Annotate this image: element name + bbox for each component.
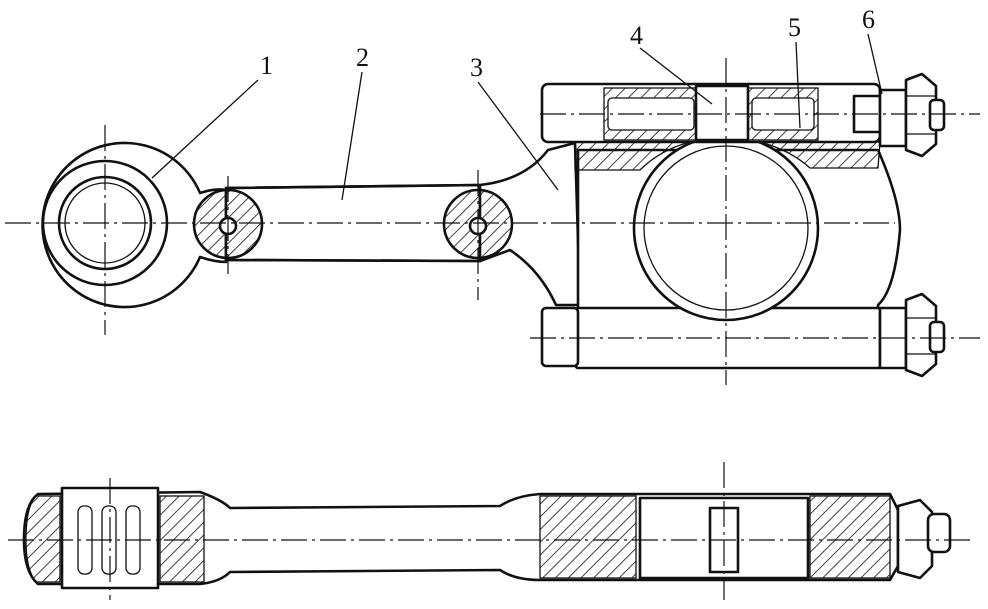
callout-4-label: 4	[630, 21, 643, 50]
callout-2-label: 2	[356, 43, 369, 72]
callout-1: 1	[151, 51, 273, 179]
callout-6: 6	[862, 5, 883, 95]
callout-2: 2	[341, 43, 369, 201]
bottom-nut	[878, 292, 946, 378]
callout-3: 3	[470, 53, 559, 191]
callout-5: 5	[788, 13, 801, 129]
front-view	[5, 58, 980, 385]
callout-3-label: 3	[470, 53, 483, 82]
section-view	[8, 462, 975, 600]
callout-6-label: 6	[862, 5, 875, 34]
top-bolt-assembly	[540, 82, 882, 171]
rod-shank	[224, 183, 482, 263]
big-end-housing	[540, 134, 902, 370]
front-centerlines	[5, 58, 980, 385]
top-nut	[878, 72, 946, 158]
fork-arm	[478, 141, 582, 307]
callout-1-label: 1	[260, 51, 273, 80]
callout-5-label: 5	[788, 13, 801, 42]
callout-4: 4	[630, 21, 713, 105]
